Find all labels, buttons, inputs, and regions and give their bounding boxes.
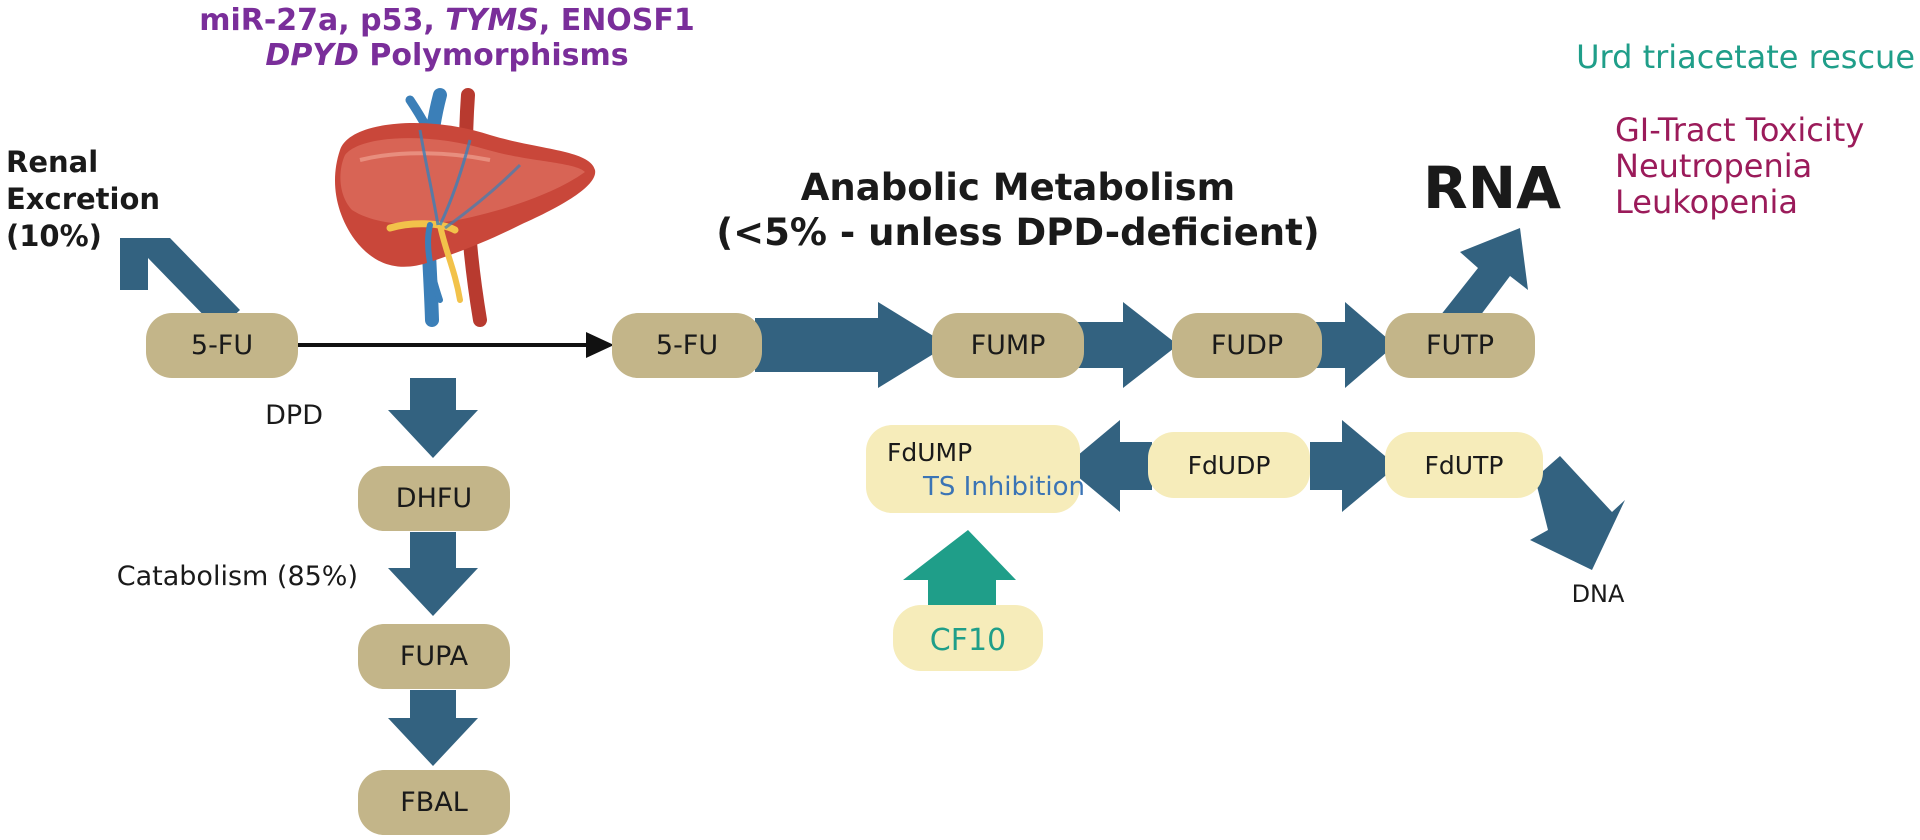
arrow-5fu-to-dhfu	[388, 378, 478, 458]
node-cf10	[893, 605, 1043, 671]
toxicity-neutropenia: Neutropenia	[1615, 147, 1812, 185]
polymorphism-line1-part1: miR-27a, p53,	[199, 3, 445, 38]
node-fupa	[358, 624, 510, 689]
arrow-fdudp-to-fdump	[1065, 420, 1152, 512]
anabolic-metabolism-title: Anabolic Metabolism	[801, 166, 1235, 209]
urd-triacetate-rescue-label: Urd triacetate rescue	[1576, 38, 1915, 76]
node-fump-label: FUMP	[971, 330, 1046, 361]
toxicity-leukopenia: Leukopenia	[1615, 183, 1798, 221]
node-fudp-label: FUDP	[1211, 330, 1283, 361]
renal-line1: Renal	[6, 145, 98, 179]
node-dhfu-label: DHFU	[396, 483, 472, 514]
arrow-futp-to-rna	[1440, 228, 1528, 324]
node-5fu-center	[612, 313, 762, 378]
polymorphism-text-line2: DPYD Polymorphisms	[265, 38, 628, 73]
ts-inhibition-label: TS Inhibition	[922, 472, 1085, 502]
node-fdutp	[1385, 432, 1543, 498]
node-5fu-left-label: 5-FU	[191, 330, 253, 361]
renal-line2: Excretion	[6, 182, 160, 216]
node-fbal-label: FBAL	[400, 787, 468, 818]
polymorphism-dpyd-gene: DPYD	[265, 38, 359, 73]
node-fdudp	[1148, 432, 1310, 498]
toxicity-gi-tract: GI-Tract Toxicity	[1615, 111, 1864, 149]
polymorphism-text-line1: miR-27a, p53, TYMS, ENOSF1	[199, 3, 695, 38]
toxicity-list: GI-Tract Toxicity Neutropenia Leukopenia	[1615, 111, 1874, 221]
polymorphism-tyms-gene: TYMS	[445, 3, 539, 38]
arrow-fdutp-to-dna	[1530, 456, 1625, 570]
node-dhfu	[358, 466, 510, 531]
node-fudp	[1172, 313, 1322, 378]
rna-label: RNA	[1423, 154, 1561, 222]
arrow-dhfu-to-fupa	[388, 532, 478, 616]
dpd-label: DPD	[265, 400, 323, 431]
anabolic-metabolism-subtitle: (<5% - unless DPD-deficient)	[716, 211, 1319, 254]
node-cf10-label: CF10	[930, 623, 1006, 658]
catabolism-label: Catabolism (85%)	[117, 561, 358, 592]
node-futp	[1385, 313, 1535, 378]
node-fdutp-label: FdUTP	[1425, 451, 1504, 480]
node-futp-label: FUTP	[1426, 330, 1494, 361]
arrow-5fu-transport-head	[586, 332, 614, 358]
renal-line3: (10%)	[6, 219, 102, 253]
liver-icon	[335, 88, 596, 327]
polymorphism-line1-part2: , ENOSF1	[539, 3, 695, 38]
arrow-fdudp-to-fdutp	[1310, 420, 1397, 512]
node-fdump-label: FdUMP	[887, 438, 972, 467]
dna-label: DNA	[1572, 580, 1625, 608]
node-5fu-center-label: 5-FU	[656, 330, 718, 361]
renal-excretion-arrow	[120, 238, 240, 330]
renal-excretion-label: Renal Excretion (10%)	[6, 145, 170, 253]
node-fdudp-label: FdUDP	[1188, 451, 1271, 480]
arrow-fudp-to-futp	[1315, 302, 1395, 388]
node-5fu-left	[146, 313, 298, 378]
arrow-fupa-to-fbal	[388, 690, 478, 766]
arrow-5fu-to-fump	[755, 302, 948, 388]
node-fdump	[866, 425, 1080, 513]
arrow-fump-to-fudp	[1075, 302, 1178, 388]
node-fupa-label: FUPA	[400, 641, 469, 672]
node-fbal	[358, 770, 510, 835]
polymorphism-line2-part2: Polymorphisms	[359, 38, 629, 73]
arrow-cf10-to-fdump	[903, 530, 1016, 606]
node-fump	[932, 313, 1084, 378]
